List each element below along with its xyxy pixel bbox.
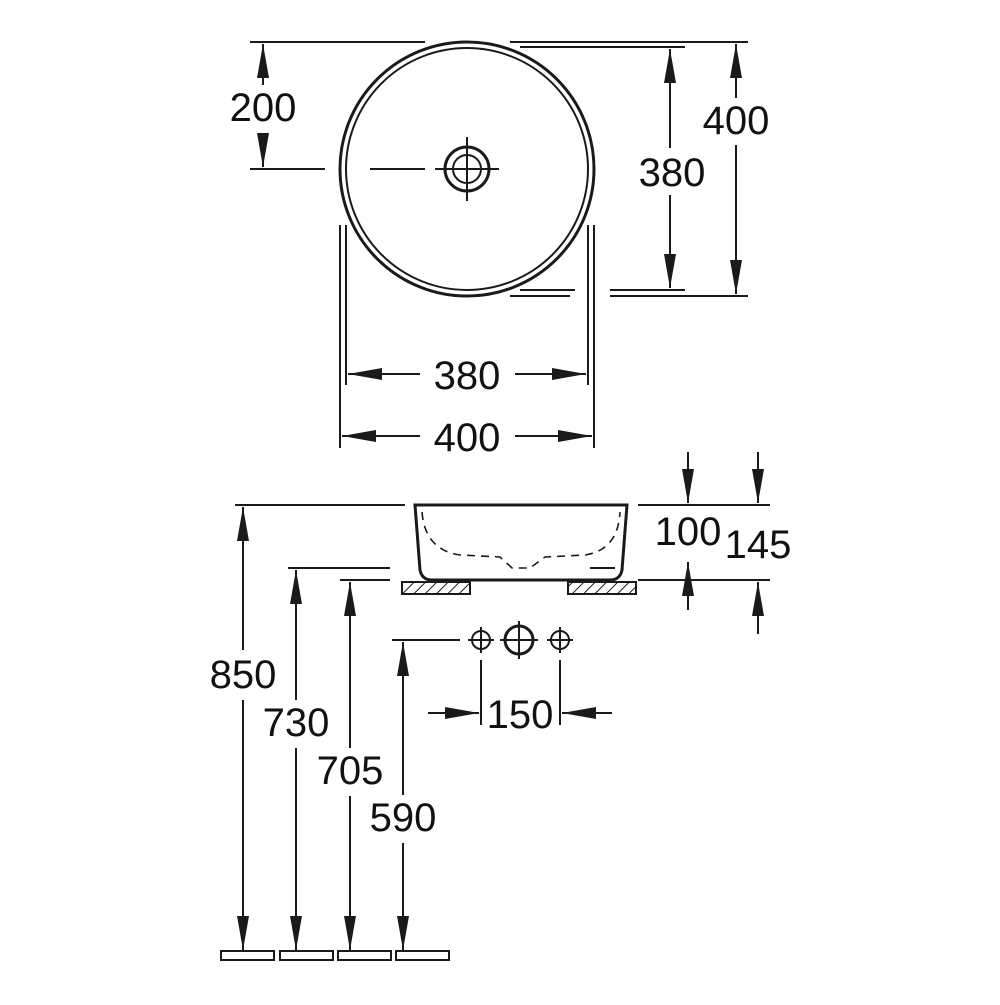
dimension-label-380-horizontal: 380 [434,354,501,398]
basin-profile [413,503,629,582]
side-view: 100 145 850 730 [210,452,792,961]
basin-outer-rim [338,40,596,298]
side-extension-lines [235,504,770,641]
countertop-left [401,581,471,595]
dimension-label-850: 850 [210,653,277,697]
dimension-inner-depth: 380 [639,49,706,288]
dimension-counter-top: 730 [263,570,330,950]
dimension-total-height: 145 [725,452,792,634]
basin-inner-hidden-line [421,511,621,569]
tap-hole-left-icon [468,627,494,653]
drain-icon [435,137,499,201]
tap-hole-right-icon [547,627,573,653]
countertop-right [567,581,637,595]
tap-hole-center-icon [500,621,538,659]
dimension-counter-bottom: 705 [317,582,384,950]
top-view: 200 380 400 380 [230,40,770,460]
dimension-inner-width: 380 [348,354,586,398]
dimension-bowl-height: 100 [655,452,722,610]
dimension-drain-offset: 200 [230,44,297,167]
basin-inner-rim [345,47,589,291]
dimension-label-705: 705 [317,749,384,793]
floor-plates [220,950,450,961]
dimension-outer-width: 400 [342,416,592,460]
dimension-label-400-horizontal: 400 [434,416,501,460]
dimension-label-380-vertical: 380 [639,151,706,195]
dimension-tap-height: 590 [370,642,437,950]
tap-holes [468,621,573,659]
top-extension-lines [250,41,748,448]
dimension-label-400-vertical: 400 [703,99,770,143]
dimension-outer-depth: 400 [703,44,770,294]
dimension-tap-spacing: 150 [428,660,612,737]
dimension-label-150: 150 [487,693,554,737]
dimension-label-100: 100 [655,510,722,554]
dimension-rim-height: 850 [210,507,277,950]
dimension-label-200: 200 [230,86,297,130]
dimension-label-145: 145 [725,523,792,567]
dimension-label-730: 730 [263,701,330,745]
dimension-label-590: 590 [370,796,437,840]
